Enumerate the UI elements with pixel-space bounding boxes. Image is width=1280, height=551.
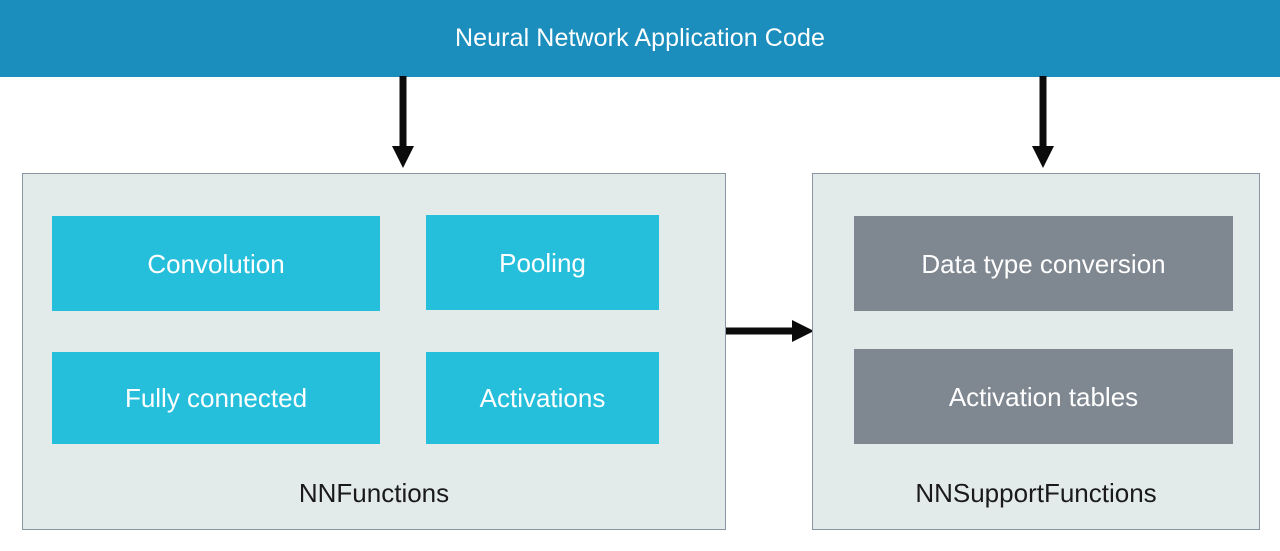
block-convolution-label: Convolution <box>147 248 285 279</box>
group-nnsupportfunctions: Data type conversion Activation tables N… <box>812 173 1260 530</box>
block-fully-connected-label: Fully connected <box>124 383 308 413</box>
group-nnfunctions-label: NNFunctions <box>298 478 450 508</box>
block-pooling-label: Pooling <box>499 247 586 278</box>
application-code-banner: Neural Network Application Code <box>0 0 1280 77</box>
block-data-type-conversion-label: Data type conversion <box>921 248 1166 279</box>
group-nnsupportfunctions-label: NNSupportFunctions <box>915 478 1157 508</box>
block-fully-connected[interactable]: Fully connected <box>52 352 380 444</box>
arrow-right-icon-nnfunctions-to-nnsupportfunctions <box>725 320 814 342</box>
block-pooling[interactable]: Pooling <box>426 215 659 310</box>
block-convolution[interactable]: Convolution <box>52 216 380 311</box>
application-code-banner-title: Neural Network Application Code <box>455 24 825 52</box>
arrow-down-icon-app-to-nnfunctions <box>392 76 414 168</box>
block-activations[interactable]: Activations <box>426 352 659 444</box>
block-activations-label: Activations <box>479 383 606 413</box>
block-data-type-conversion[interactable]: Data type conversion <box>854 216 1233 311</box>
block-activation-tables-label: Activation tables <box>948 381 1139 412</box>
block-activation-tables[interactable]: Activation tables <box>854 349 1233 444</box>
arrow-down-icon-app-to-nnsupportfunctions <box>1032 76 1054 168</box>
group-nnfunctions: Convolution Pooling Fully connected Acti… <box>22 173 726 530</box>
